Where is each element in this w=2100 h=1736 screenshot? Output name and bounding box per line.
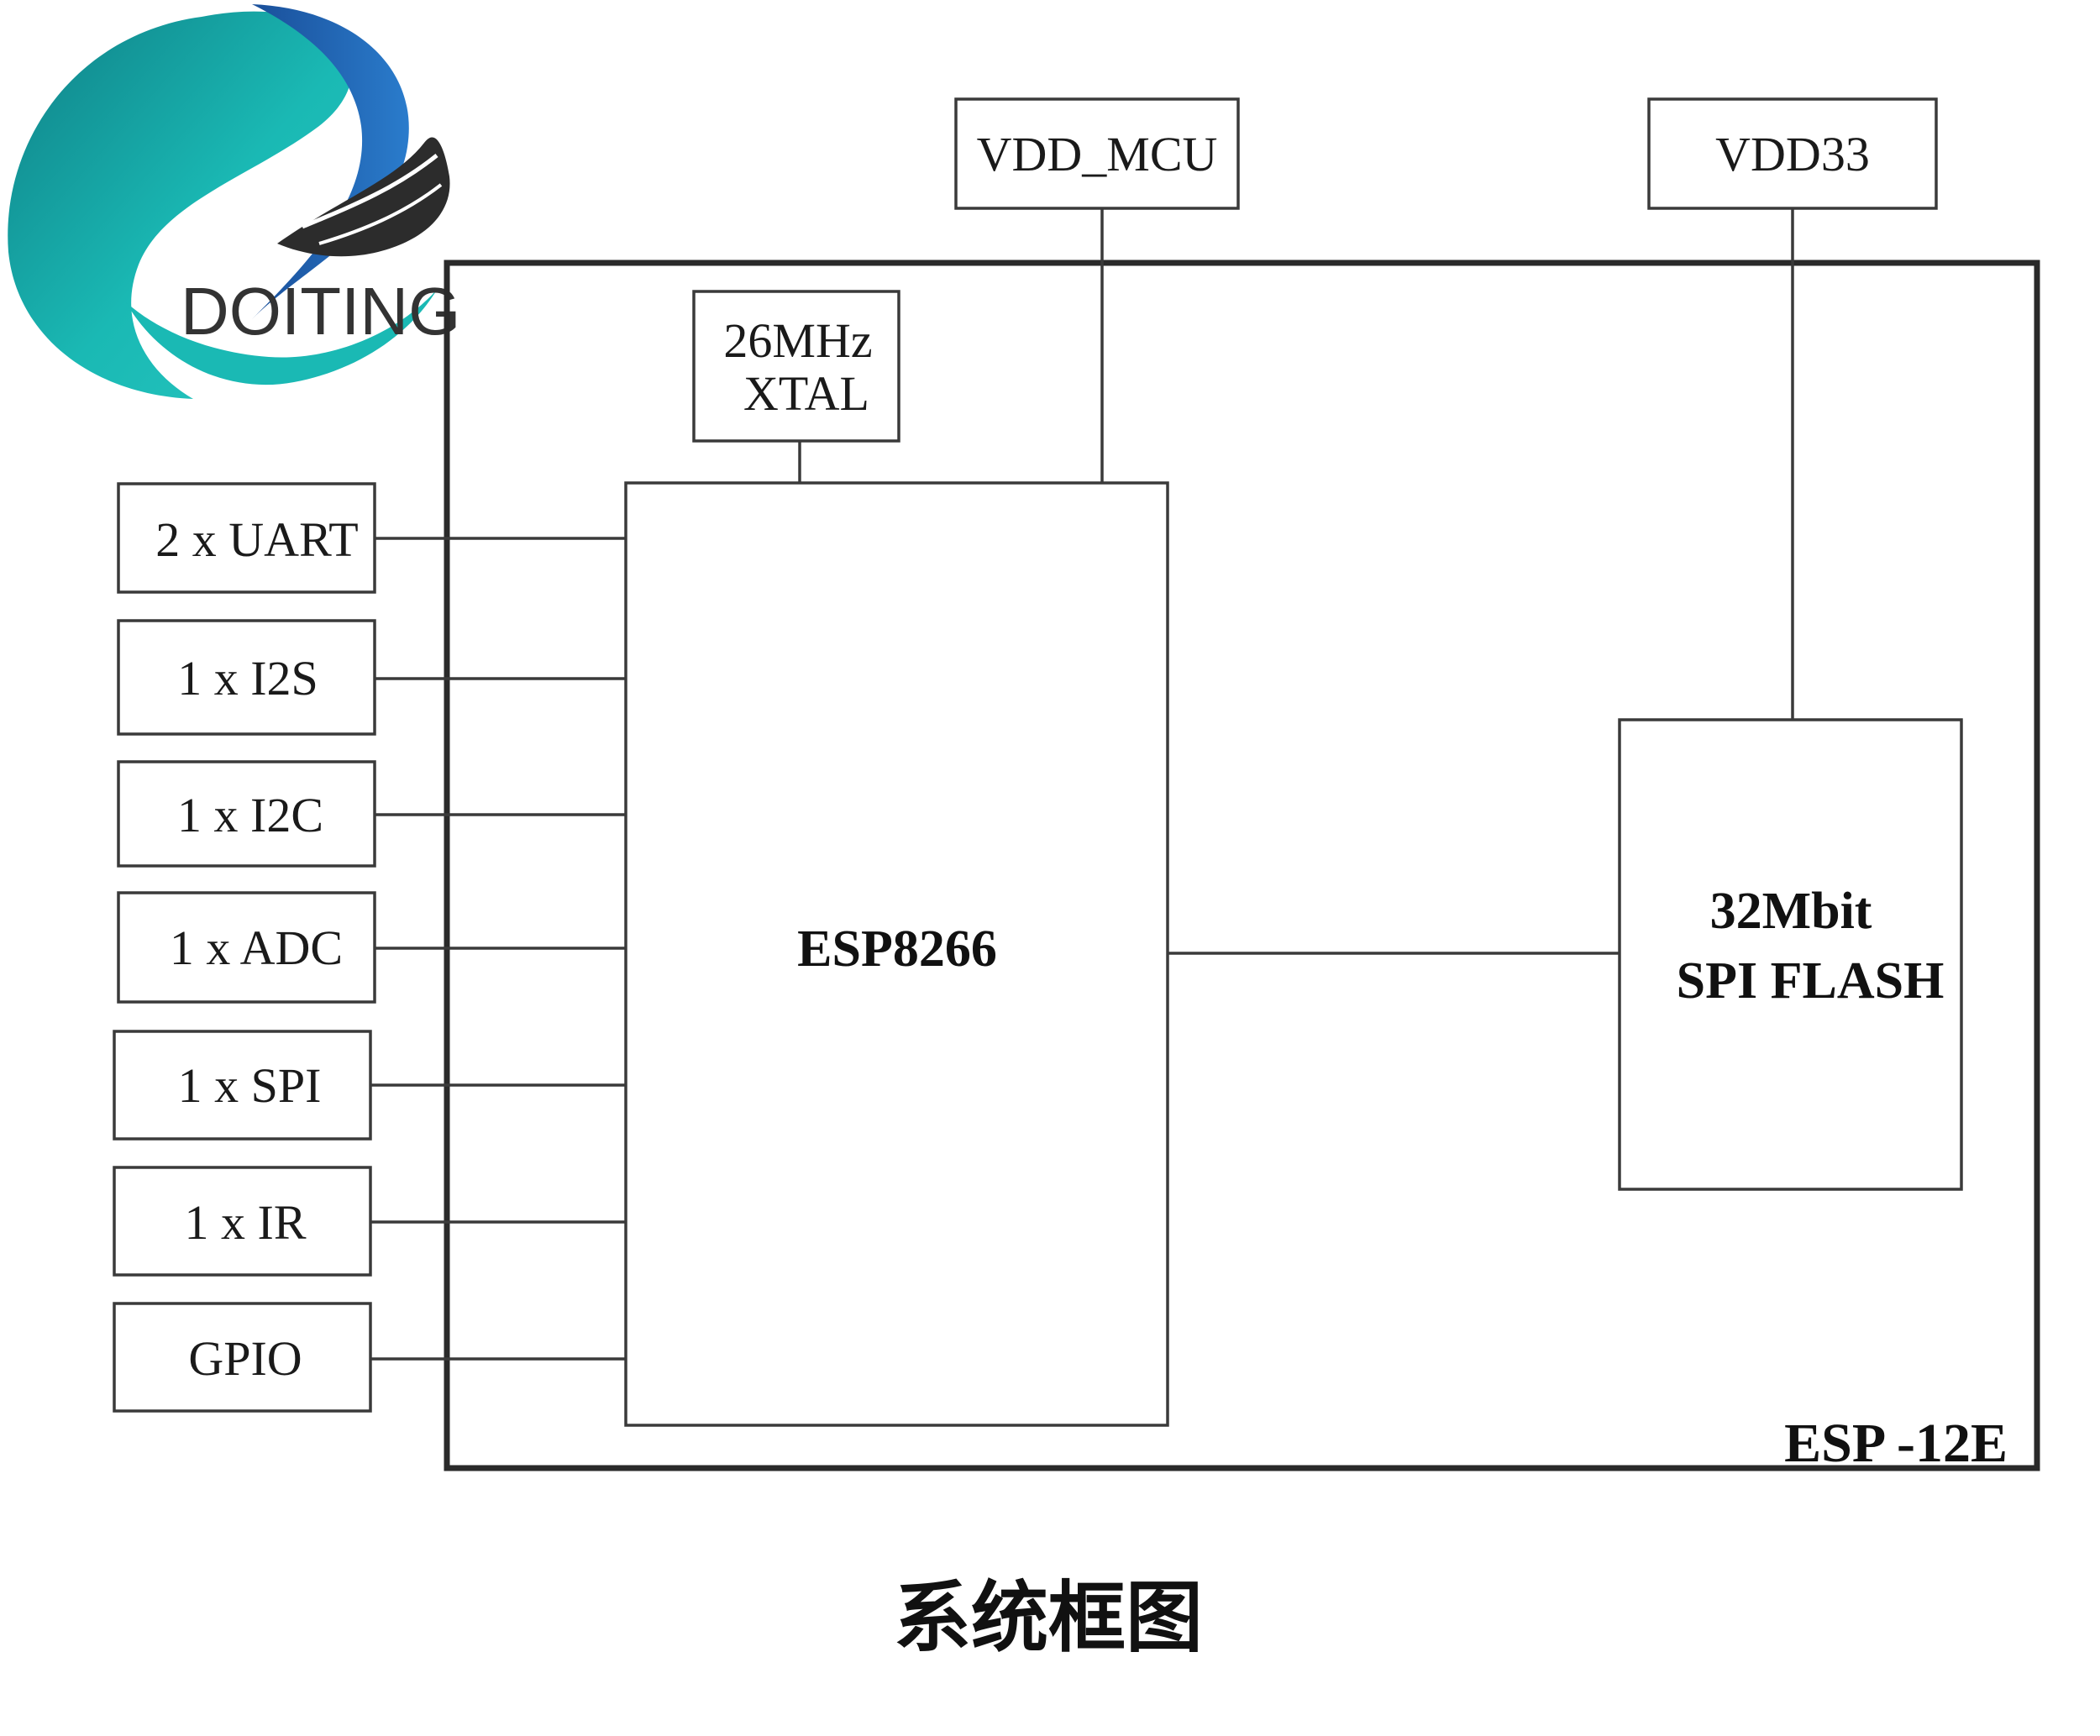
interface-box-gpio: [113, 1302, 372, 1413]
logo-wing: [277, 137, 450, 257]
crystal-box: [692, 290, 900, 443]
module-label: ESP -12E: [1784, 1413, 2008, 1474]
diagram-caption: 系统框图: [894, 1573, 1203, 1663]
flash-line1: 32Mbit: [1710, 883, 1872, 940]
interface-box-spi: [113, 1030, 372, 1141]
vdd-mcu-label: VDD_MCU: [977, 127, 1218, 181]
interface-label-adc: 1 x ADC: [170, 920, 343, 975]
crystal-line1: 26MHz: [723, 313, 872, 368]
logo-swirl-blue: [252, 4, 409, 319]
interface-box-ir: [113, 1166, 372, 1277]
esp8266-chip: [624, 481, 1169, 1427]
interface-label-uart: 2 x UART: [155, 512, 358, 567]
crystal-line2: XTAL: [743, 366, 869, 421]
interface-label-gpio: GPIO: [188, 1331, 302, 1386]
interface-box-i2s: [117, 619, 376, 736]
vdd33-box: [1647, 97, 1938, 210]
interface-box-uart: [117, 482, 376, 594]
logo-wing-feather: [302, 154, 438, 229]
logo-wing-feather-2: [318, 183, 443, 245]
interface-box-i2c: [117, 760, 376, 868]
flash-line2: SPI FLASH: [1677, 952, 1945, 1010]
interface-boxes: 2 x UART 1 x I2S 1 x I2C 1 x ADC 1 x SPI…: [113, 482, 626, 1413]
vdd33-label: VDD33: [1715, 127, 1870, 181]
interface-box-adc: [117, 891, 376, 1004]
logo-swirl-teal: [8, 11, 352, 400]
spi-flash-box: [1618, 718, 1963, 1191]
doiting-logo: DOITING: [8, 4, 460, 400]
vdd-mcu-box: [954, 97, 1240, 210]
interface-label-ir: 1 x IR: [185, 1195, 307, 1250]
logo-brand-text: DOITING: [181, 274, 460, 349]
esp12e-module-frame: [444, 260, 2040, 1471]
interface-label-i2c: 1 x I2C: [177, 788, 323, 842]
interface-label-spi: 1 x SPI: [178, 1058, 322, 1113]
logo-swirl-lower: [126, 290, 437, 385]
chip-label: ESP8266: [797, 920, 997, 978]
interface-label-i2s: 1 x I2S: [177, 651, 318, 705]
